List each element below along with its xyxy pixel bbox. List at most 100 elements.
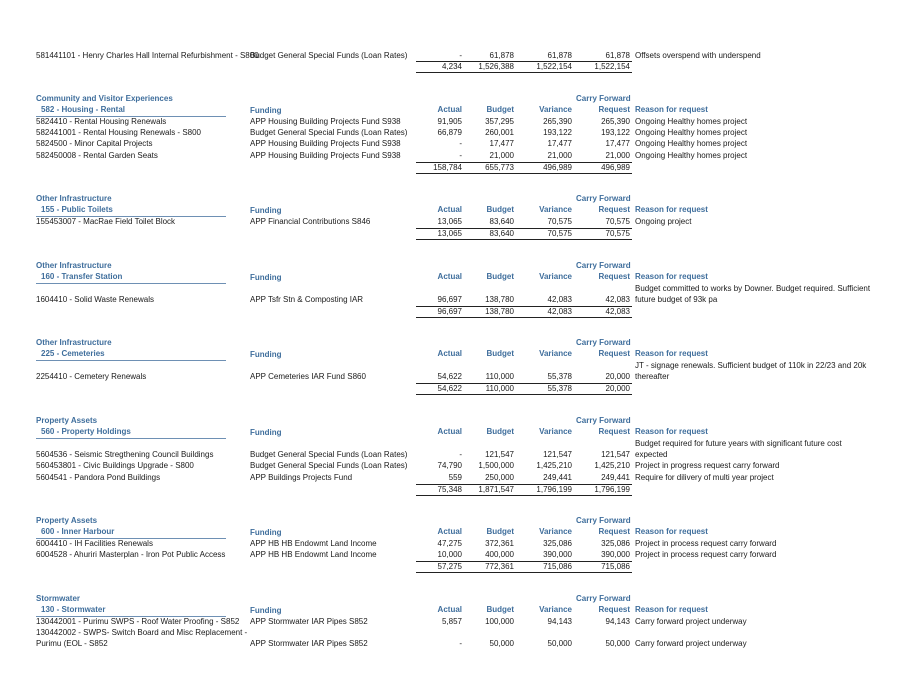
actual-header: Actual [437,605,462,614]
request-header: Request [598,205,630,214]
section-total-carry-forward: 496,989 [601,162,630,172]
row-reason: future budget of 93k pa [635,295,718,305]
carry-forward-header: Carry Forward [576,594,631,603]
variance-header: Variance [539,272,572,281]
carry-forward-header: Carry Forward [576,516,631,525]
row-actual: - [459,150,462,160]
section-total-underline [416,394,632,396]
section-group-label: Stormwater [36,594,81,603]
row-name: 5824500 - Minor Capital Projects [36,139,153,149]
row-budget: 83,640 [489,217,514,226]
section-total-rule [416,228,632,230]
budget-header: Budget [486,527,514,536]
row-budget: 138,780 [485,295,514,305]
row-variance: 325,086 [543,539,572,548]
section-unit-label: 600 - Inner Harbour [41,527,115,536]
request-header: Request [598,272,630,281]
section-total-actual: 96,697 [437,307,462,317]
unit-underline [36,438,226,439]
row-reason-line1: JT - signage renewals. Sufficient budget… [635,361,867,370]
funding-header: Funding [250,606,282,615]
section-group-label: Other Infrastructure [36,261,112,270]
top-row-budget: 61,878 [489,51,514,60]
row-carry-forward: 265,390 [601,117,630,126]
section-group-label: Other Infrastructure [36,338,112,347]
row-actual: 5,857 [441,617,462,626]
section-unit-label: 160 - Transfer Station [41,272,123,281]
section-total-underline [416,239,632,241]
variance-header: Variance [539,349,572,358]
row-variance: 193,122 [543,128,572,138]
row-actual: 13,065 [437,217,462,226]
row-variance: 94,143 [547,617,572,626]
row-actual: - [459,450,462,460]
row-funding: APP Stormwater IAR Pipes S852 [250,617,368,626]
top-row-name: 581441101 - Henry Charles Hall Internal … [36,51,259,60]
row-funding: APP Cemeteries IAR Fund S860 [250,372,366,382]
row-name-line1: 130442002 - SWPS- Switch Board and Misc … [36,628,248,638]
row-budget: 50,000 [489,639,514,649]
row-variance: 21,000 [547,150,572,160]
row-reason: Ongoing Healthy homes project [635,139,748,149]
budget-header: Budget [486,427,514,436]
row-budget: 357,295 [485,117,514,126]
section-total-actual: 158,784 [433,162,462,172]
row-carry-forward: 70,575 [605,217,630,226]
reason-header: Reason for request [635,527,708,536]
request-header: Request [598,427,630,436]
row-carry-forward: 249,441 [601,472,630,482]
variance-header: Variance [539,105,572,114]
request-header: Request [598,349,630,358]
row-name: 1604410 - Solid Waste Renewals [36,295,154,305]
funding-header: Funding [250,528,282,537]
section-total-carry-forward: 20,000 [605,384,630,394]
request-header: Request [598,105,630,114]
row-carry-forward: 390,000 [601,550,630,560]
carry-forward-header: Carry Forward [576,194,631,203]
row-budget: 250,000 [485,472,514,482]
row-reason: Project in process request carry forward [635,550,777,560]
section-unit-label: 130 - Stormwater [41,605,106,614]
row-reason: Project in progress request carry forwar… [635,461,780,471]
section-total-underline [416,317,632,319]
carry-forward-header: Carry Forward [576,416,631,425]
unit-underline [36,216,226,217]
section-total-underline [416,494,632,496]
budget-header: Budget [486,605,514,614]
row-name: 582450008 - Rental Garden Seats [36,150,158,160]
actual-header: Actual [437,527,462,536]
reason-header: Reason for request [635,605,708,614]
funding-header: Funding [250,206,282,215]
row-funding: APP Buildings Projects Fund [250,472,353,482]
request-header: Request [598,605,630,614]
row-carry-forward: 17,477 [605,139,630,149]
actual-header: Actual [437,427,462,436]
row-reason: Ongoing Healthy homes project [635,128,748,138]
row-name: 155453007 - MacRae Field Toilet Block [36,217,176,226]
row-reason: Ongoing project [635,217,692,226]
section-total-actual: 13,065 [437,229,462,239]
section-total-variance: 70,575 [547,229,572,239]
top-row-funding: Budget General Special Funds (Loan Rates… [250,51,408,60]
row-name: 130442001 - Purimu SWPS - Roof Water Pro… [36,617,240,626]
budget-header: Budget [486,349,514,358]
reason-header: Reason for request [635,427,708,436]
row-actual: 559 [448,472,462,482]
section-unit-label: 155 - Public Toilets [41,205,113,214]
budget-header: Budget [486,272,514,281]
row-name: Purimu (EOL - S852 [36,639,108,649]
row-carry-forward: 1,425,210 [594,461,630,471]
row-name: 582441001 - Rental Housing Renewals - S8… [36,128,201,138]
section-unit-label: 560 - Property Holdings [41,427,131,436]
section-total-budget: 772,361 [485,562,514,572]
row-variance: 50,000 [547,639,572,649]
unit-underline [36,360,226,361]
top-total-actual: 4,234 [441,62,462,71]
row-name: 5604536 - Seismic Stregthening Council B… [36,450,214,460]
section-total-rule [416,383,632,385]
section-total-budget: 1,871,547 [478,484,514,494]
section-total-budget: 655,773 [485,162,514,172]
row-actual: 66,879 [437,128,462,138]
section-group-label: Property Assets [36,516,98,525]
row-carry-forward: 325,086 [601,539,630,548]
